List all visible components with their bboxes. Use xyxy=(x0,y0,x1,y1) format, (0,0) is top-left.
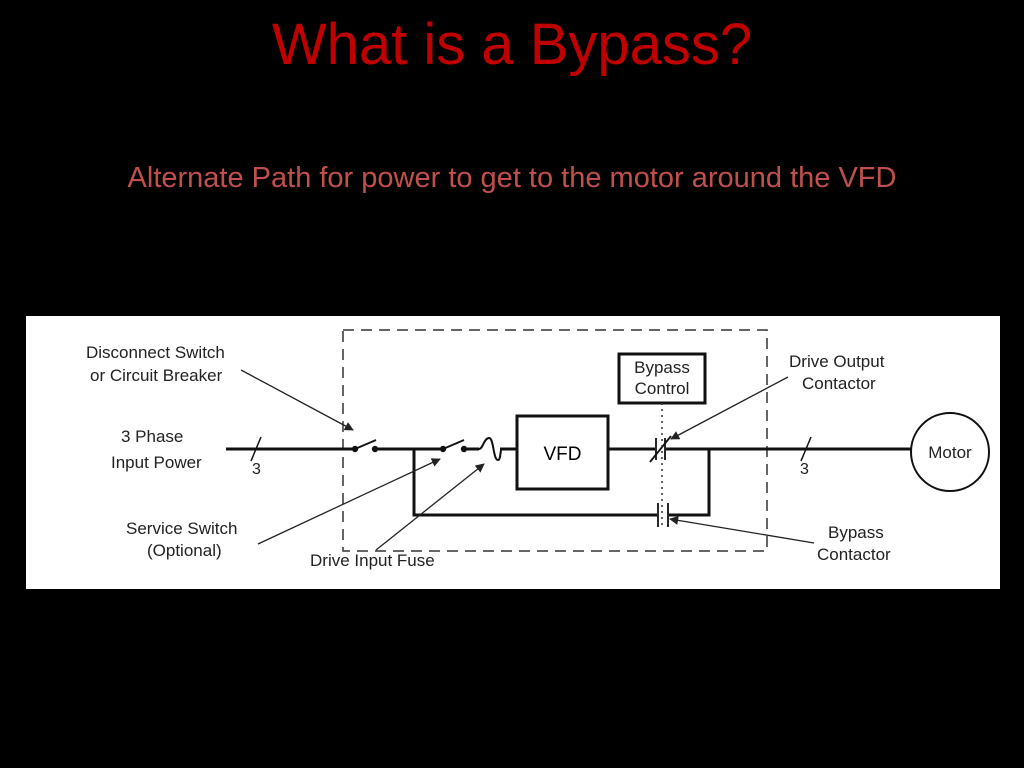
bypass-contactor-label-line2: Contactor xyxy=(817,545,891,564)
drive-input-fuse-label: Drive Input Fuse xyxy=(310,551,435,570)
input-phase-count: 3 xyxy=(252,461,261,478)
motor-symbol xyxy=(910,412,990,492)
output-phase-slash xyxy=(800,436,812,462)
bypass-control-label-line2: Control xyxy=(635,379,690,398)
service-switch-leader-arrow xyxy=(257,458,441,545)
bypass-contactor-symbol xyxy=(657,503,669,527)
drive-input-fuse-symbol xyxy=(478,436,503,462)
slide-title: What is a Bypass? xyxy=(271,12,753,77)
disconnect-label-line2: or Circuit Breaker xyxy=(90,366,223,385)
drive-output-contactor-symbol xyxy=(649,435,672,463)
input-phase-slash xyxy=(250,436,262,462)
disconnect-label-line1: Disconnect Switch xyxy=(86,343,225,362)
bypass-contactor-leader-arrow xyxy=(669,515,815,544)
bypass-control-label-line1: Bypass xyxy=(634,358,690,377)
enclosure-boundary xyxy=(342,329,768,552)
service-switch-symbol xyxy=(439,439,468,453)
fuse-leader-arrow xyxy=(375,463,485,551)
output-phase-count: 3 xyxy=(800,461,809,478)
drive-output-contactor-label-line1: Drive Output xyxy=(789,352,885,371)
bypass-diagram: 3 3 VFD xyxy=(26,316,1000,589)
input-power-label-line2: Input Power xyxy=(111,453,202,472)
input-power-label-line1: 3 Phase xyxy=(121,427,183,446)
slide-subtitle: Alternate Path for power to get to the m… xyxy=(127,162,897,194)
drive-output-contactor-leader-arrow xyxy=(670,376,789,440)
disconnect-switch-symbol xyxy=(351,439,379,453)
vfd-label: VFD xyxy=(544,444,582,465)
vfd-box xyxy=(515,414,610,491)
bypass-control-box xyxy=(617,352,707,405)
motor-label: Motor xyxy=(928,443,972,462)
drive-output-contactor-label-line2: Contactor xyxy=(802,374,876,393)
service-switch-label-line2: (Optional) xyxy=(147,541,222,560)
bypass-contactor-label-line1: Bypass xyxy=(828,523,884,542)
disconnect-leader-arrow xyxy=(240,369,354,431)
service-switch-label-line1: Service Switch xyxy=(126,519,237,538)
